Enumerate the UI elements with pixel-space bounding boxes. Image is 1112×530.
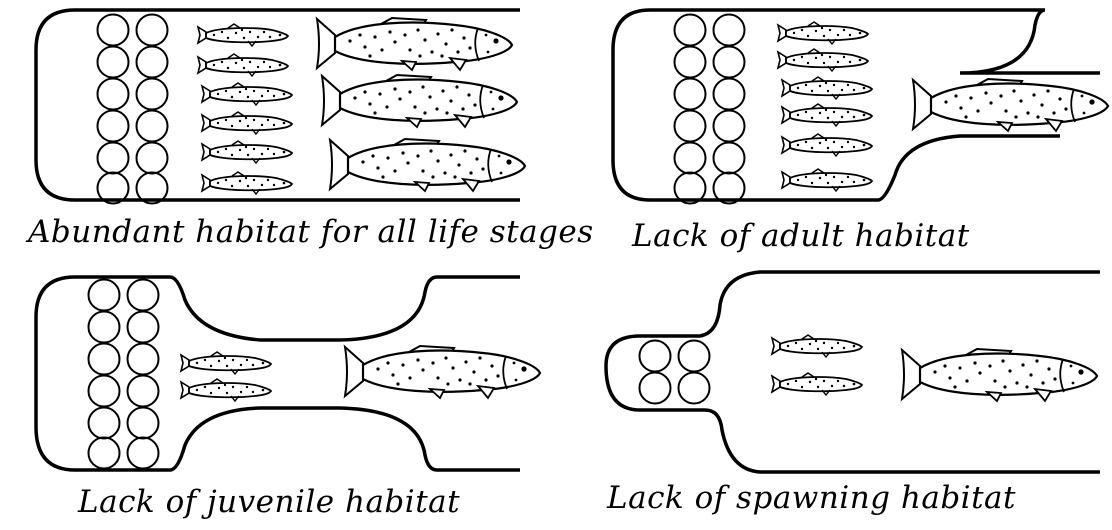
panel-no-adult-adult: [913, 79, 1108, 131]
panel-abundant-adults: [317, 18, 525, 191]
panel-no-juvenile-adult: [345, 346, 540, 398]
panel-abundant: [36, 10, 525, 204]
caption-no-juvenile: Lack of juvenile habitat: [78, 484, 460, 520]
panel-no-adult: [613, 10, 1108, 204]
caption-no-adult: Lack of adult habitat: [632, 218, 970, 254]
panel-no-adult-juveniles: [778, 22, 872, 191]
panel-no-spawning-juveniles: [772, 335, 862, 395]
caption-abundant: Abundant habitat for all life stages: [28, 214, 594, 250]
panel-no-adult-eggs: [675, 15, 745, 204]
caption-no-spawning: Lack of spawning habitat: [607, 480, 1016, 516]
panel-no-spawning-adult: [902, 349, 1097, 401]
panel-abundant-eggs: [98, 15, 168, 204]
panel-no-juvenile-eggs: [89, 280, 159, 469]
panel-no-spawning-eggs: [640, 341, 710, 404]
panel-no-spawning: [606, 272, 1100, 472]
panel-no-juvenile: [36, 277, 540, 470]
panel-abundant-juveniles: [198, 24, 292, 194]
panel-no-juvenile-juveniles: [181, 352, 271, 401]
